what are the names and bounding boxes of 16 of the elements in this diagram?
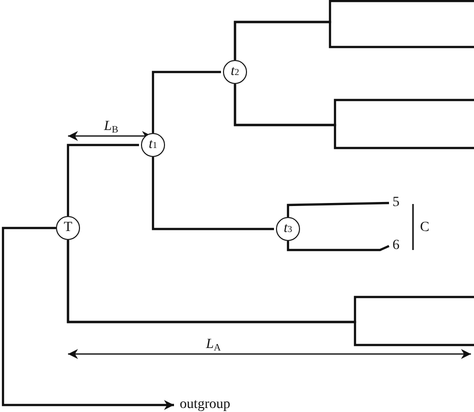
tree-branch — [286, 241, 390, 252]
tree-branch — [152, 157, 274, 230]
tree-branch — [152, 70, 221, 133]
clade-label: C — [420, 221, 430, 235]
leaf-label: outgroup — [176, 397, 234, 412]
tree-branch — [66, 144, 139, 216]
tree-branch — [286, 202, 390, 217]
leaf-label: 6 — [389, 237, 403, 255]
tree-branch — [234, 20, 474, 60]
node-circle: T — [56, 216, 80, 240]
length-label: L$_{B}$ — [104, 120, 118, 136]
length-label: L$_{A}$ — [206, 338, 221, 354]
arrow — [2, 226, 174, 410]
leaf-label: 5 — [389, 194, 403, 212]
tree-branch — [234, 84, 474, 150]
tree-branch — [66, 240, 474, 346]
